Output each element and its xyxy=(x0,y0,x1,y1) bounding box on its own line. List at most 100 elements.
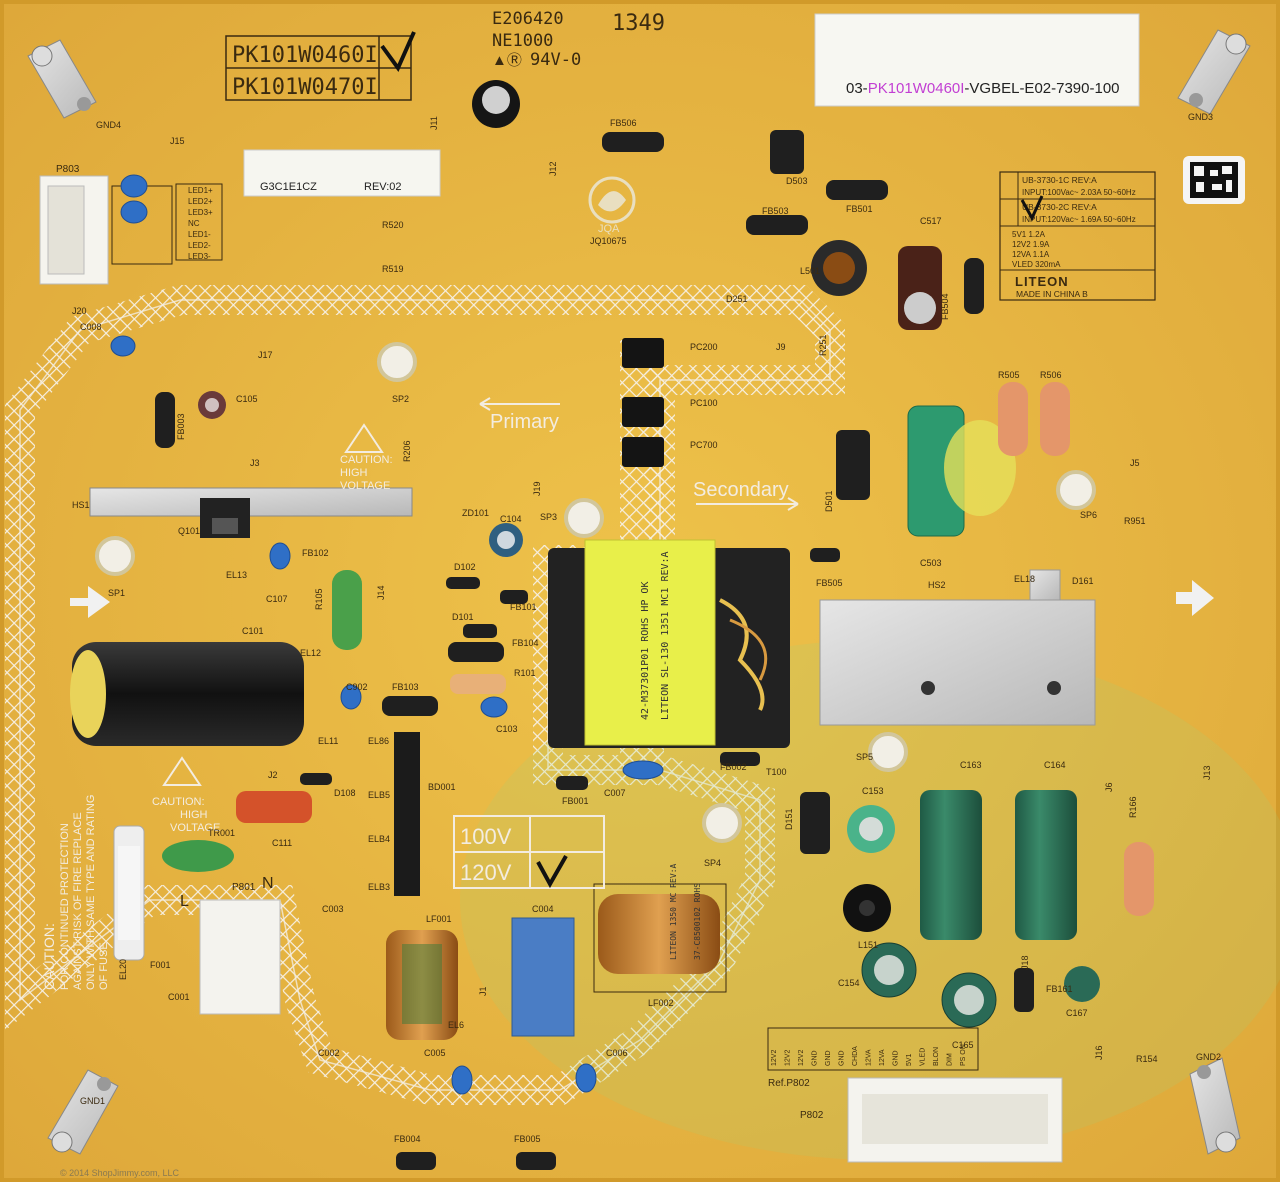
ref-fb003: FB003 xyxy=(176,413,186,440)
jqa-code: JQ10675 xyxy=(590,236,627,246)
thermistor-tr001 xyxy=(162,840,234,872)
output-pin-2: 12V2 xyxy=(785,1050,792,1066)
output-pin-4: GND xyxy=(812,1050,819,1066)
capacitor-c163 xyxy=(920,790,982,940)
caution-1-line3: VOLTAGE xyxy=(340,480,390,492)
ref-fb103: FB103 xyxy=(392,682,419,692)
output-pin-3: 12V2 xyxy=(798,1050,805,1066)
ref-pc200: PC200 xyxy=(690,342,718,352)
voltage-select-box: 100V 120V xyxy=(453,815,605,889)
capacitor-c164 xyxy=(1015,790,1077,940)
small-sticker-code: G3C1E1CZ xyxy=(260,181,317,193)
ref-fb102: FB102 xyxy=(302,548,329,558)
spec-row-2: INPUT:100Vac~ 2.03A 50~60Hz xyxy=(1022,188,1136,197)
spec-row-5: 5V1 1.2A xyxy=(1012,230,1046,239)
fuse-warning-1: CAUTION: xyxy=(41,923,57,990)
ref-d501: D501 xyxy=(824,490,834,512)
mount-bracket-bottom-right xyxy=(1189,1057,1241,1155)
caution-1-line2: HIGH xyxy=(340,467,368,479)
connector-label-refp802: Ref.P802 xyxy=(768,1078,810,1089)
model-line-2: PK101W0470I xyxy=(232,75,378,100)
ref-el6: EL6 xyxy=(448,1020,464,1030)
caution-1-title: CAUTION: xyxy=(340,454,393,466)
ref-el13: EL13 xyxy=(226,570,247,580)
small-radial-caps xyxy=(198,80,1100,1028)
fuse-warning-text: CAUTION: FOR CONTINUED PROTECTION AGAINS… xyxy=(41,795,110,990)
ref-j19: J19 xyxy=(532,481,542,496)
ul-mark: ▲Ⓡ xyxy=(492,52,522,69)
transformer-t100: 42-M37301P01 ROHS HP OK LITEON SL-130 13… xyxy=(548,539,790,748)
ground-label-gnd3: GND3 xyxy=(1188,112,1213,122)
ref-j5: J5 xyxy=(1130,458,1140,468)
arrow-left-icon xyxy=(70,586,110,618)
led-pin-7: LED3- xyxy=(188,252,211,261)
capacitor-c503 xyxy=(907,405,1016,537)
caution-2-line3: VOLTAGE xyxy=(170,822,220,834)
ref-j17: J17 xyxy=(258,350,273,360)
ref-fb101: FB101 xyxy=(510,602,537,612)
led-pin-5: LED1- xyxy=(188,230,211,239)
ref-j18: J18 xyxy=(1020,955,1030,970)
ref-sp5: SP5 xyxy=(856,752,873,762)
ref-r101: R101 xyxy=(514,668,536,678)
ref-c105: C105 xyxy=(236,394,258,404)
connector-p801 xyxy=(199,899,281,1015)
ground-label-gnd1: GND1 xyxy=(80,1096,105,1106)
ref-j14: J14 xyxy=(376,585,386,600)
led-pin-2: LED2+ xyxy=(188,197,213,206)
ref-el18: EL18 xyxy=(1014,574,1035,584)
connector-label-p802: P802 xyxy=(800,1110,824,1121)
spec-row-7: 12VA 1.1A xyxy=(1012,250,1050,259)
ref-d101: D101 xyxy=(452,612,474,622)
ref-c503: C503 xyxy=(920,558,942,568)
ref-j20: J20 xyxy=(72,306,87,316)
led-pin-table: LED1+ LED2+ LED3+ NC LED1- LED2- LED3- xyxy=(175,183,223,261)
ref-sp2: SP2 xyxy=(392,394,409,404)
ref-c153: C153 xyxy=(862,786,884,796)
ref-lf001: LF001 xyxy=(426,914,452,924)
mount-bracket-bottom-left xyxy=(47,1069,119,1155)
voltage-120: 120V xyxy=(460,860,512,885)
ref-d251: D251 xyxy=(726,294,748,304)
model-line-1: PK101W0460I xyxy=(232,43,378,68)
ref-r506: R506 xyxy=(1040,370,1062,380)
heatsink-hs2 xyxy=(819,569,1096,726)
ref-c164: C164 xyxy=(1044,760,1066,770)
ref-sp1: SP1 xyxy=(108,588,125,598)
lf002-label-1: LITEON 1350 MC REV:A xyxy=(669,863,678,960)
voltage-100: 100V xyxy=(460,824,512,849)
ref-j3: J3 xyxy=(250,458,260,468)
power-resistors xyxy=(332,382,1154,916)
ref-zd101: ZD101 xyxy=(462,508,489,518)
ref-r505: R505 xyxy=(998,370,1020,380)
arrow-right-icon xyxy=(1176,580,1214,616)
ref-c003: C003 xyxy=(322,904,344,914)
ref-c111: C111 xyxy=(272,838,292,848)
connector-p803 xyxy=(39,175,173,285)
capacitor-c517 xyxy=(898,246,942,330)
fuse-warning-4: ONLY WITH SAME TYPE AND RATING xyxy=(85,795,97,990)
ref-l501: L501 xyxy=(800,266,820,276)
ref-fb506: FB506 xyxy=(610,118,637,128)
ref-c902: C902 xyxy=(346,682,368,692)
ref-hs1: HS1 xyxy=(72,500,90,510)
ref-r519: R519 xyxy=(382,264,404,274)
checkmark-120v xyxy=(536,855,568,889)
ref-c517: C517 xyxy=(920,216,942,226)
ref-c103: C103 xyxy=(496,724,518,734)
ref-fb501: FB501 xyxy=(846,204,873,214)
copyright-text: © 2014 ShopJimmy.com, LLC xyxy=(60,1168,180,1178)
bridge-rectifier-bd001 xyxy=(394,732,420,896)
ref-fb503: FB503 xyxy=(762,206,789,216)
ref-elb4: ELB4 xyxy=(368,834,390,844)
ref-r251: R251 xyxy=(818,334,828,356)
spec-row-6: 12V2 1.9A xyxy=(1012,240,1050,249)
cert-e-number: E206420 xyxy=(492,9,564,29)
led-pin-3: LED3+ xyxy=(188,208,213,217)
output-pin-12: VLED xyxy=(920,1048,927,1066)
small-sticker-rev: REV:02 xyxy=(364,181,402,193)
ref-fb004: FB004 xyxy=(394,1134,421,1144)
small-sticker: G3C1E1CZ REV:02 xyxy=(243,149,441,197)
ref-j15: J15 xyxy=(170,136,185,146)
ref-c101: C101 xyxy=(242,626,264,636)
